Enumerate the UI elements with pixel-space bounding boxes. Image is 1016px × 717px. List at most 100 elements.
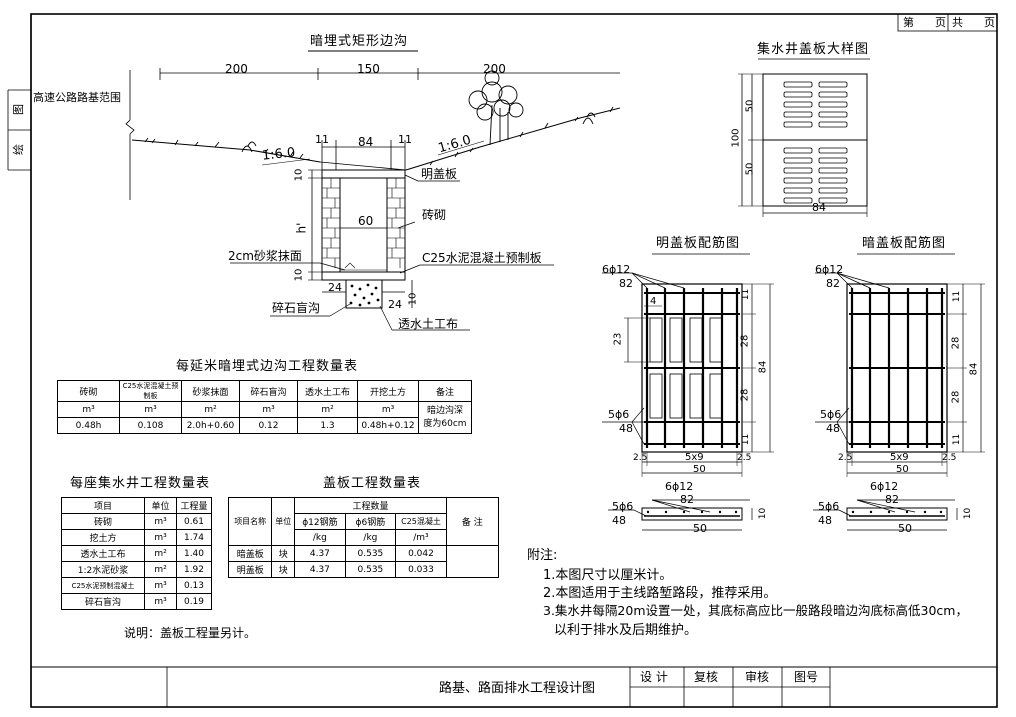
open-bar-dist: 5ϕ6: [608, 408, 630, 421]
well-dim-total: 100: [730, 128, 742, 148]
drain-slot: [818, 187, 848, 194]
table-header: /kg: [294, 529, 346, 546]
drain-slot: [818, 157, 848, 164]
table-header: /kg: [344, 529, 397, 546]
hidden-dim-84: 84: [968, 362, 980, 376]
dim-cover: 10: [293, 168, 305, 182]
dim-base: 10: [293, 268, 305, 282]
table-header: 单位: [144, 497, 177, 514]
hidden-sec-bar-dist: 5ϕ6: [818, 500, 840, 513]
hidden-sec-bar-main: 6ϕ12: [870, 480, 899, 493]
table-cell: 0.13: [176, 577, 212, 594]
open-sec-width: 50: [693, 522, 707, 535]
table-cell: m³: [144, 513, 177, 530]
table-row: 项目 单位 工程量: [61, 497, 212, 514]
ditch-table-title: 每延米暗埋式边沟工程数量表: [176, 359, 359, 374]
table-cell: 0.12: [239, 417, 298, 434]
table-cell: 0.48h: [57, 417, 120, 434]
cover-table-title: 盖板工程数量表: [323, 476, 422, 491]
table-cell: 1.3: [297, 417, 358, 434]
cover-quantity-table: 项目名称 单位 工程数量 备 注 ϕ12钢筋 ϕ6钢筋 C25混凝土 /kg /…: [227, 497, 500, 578]
audit-label: 审核: [745, 670, 770, 684]
table-cell: m³: [119, 401, 182, 418]
range-label: 高速公路路基范围: [33, 91, 121, 104]
table-header: /m³: [395, 529, 447, 546]
hidden-dim-50: 50: [896, 464, 909, 475]
slope-left: 1:6.0: [261, 145, 297, 164]
label-brick: 砖砌: [422, 208, 447, 222]
open-bar-dist-len: 48: [619, 422, 633, 435]
open-dim-4: 4: [650, 296, 657, 307]
table-header: 砂浆抹面: [181, 380, 240, 402]
table-cell: 透水土工布: [61, 545, 145, 562]
table-row: 明盖板 块 4.37 0.535 0.033: [227, 561, 499, 578]
drain-slot: [783, 197, 813, 204]
table-cell: C25水泥预制混凝土: [61, 577, 145, 594]
table-cell: 块: [271, 561, 296, 578]
label-mortar: 2cm砂浆抹面: [228, 249, 302, 263]
note-item-1: 1.本图尺寸以厘米计。: [543, 568, 673, 583]
table-cell: 1.74: [176, 529, 212, 546]
hidden-sec-thick: 10: [963, 507, 974, 520]
table-cell: m³: [144, 593, 177, 610]
note-item-4: 以利于排水及后期维护。: [554, 623, 698, 638]
design-label: 设 计: [640, 670, 668, 684]
table-cell: 暗盖板: [227, 545, 273, 562]
open-dim-25a: 2.5: [633, 453, 648, 463]
drain-slot: [783, 101, 813, 108]
open-sec-bar-dist: 5ϕ6: [612, 500, 634, 513]
table-header: C25水泥混凝土预制板: [119, 380, 182, 402]
note-item-3: 3.集水井每隔20m设置一处，其底标高应比一般路段暗边沟底标高低30cm，: [543, 603, 968, 618]
table-cell: m²: [144, 561, 177, 578]
open-bar-main: 6ϕ12: [602, 263, 631, 276]
hidden-dim-28a: 28: [950, 336, 962, 350]
drain-slot: [783, 111, 813, 118]
well-quantity-table: 项目 单位 工程量 砖砌 m³ 0.61 挖土方 m³ 1.74 透水土工布 m…: [61, 497, 212, 610]
page-unit-label: 页: [935, 16, 946, 29]
review-label: 复核: [694, 670, 719, 684]
notes-heading: 附注:: [527, 548, 558, 563]
hidden-dim-11b: 11: [952, 433, 963, 446]
table-cell: 0.19: [176, 593, 212, 610]
section-title: 暗埋式矩形边沟: [310, 34, 409, 49]
table-note: 暗边沟深度为60cm: [418, 401, 472, 434]
table-header: 项目名称: [227, 497, 273, 546]
table-cell: 碎石盲沟: [61, 593, 145, 610]
drain-slot: [783, 91, 813, 98]
drain-slot: [783, 81, 813, 88]
table-header: 开挖土方: [357, 380, 419, 402]
table-header: 碎石盲沟: [239, 380, 298, 402]
drain-slot: [783, 167, 813, 174]
open-sec-thick: 10: [758, 507, 769, 520]
drain-slot: [818, 197, 848, 204]
dim-left-200: 200: [225, 62, 248, 76]
drain-slot: [818, 101, 848, 108]
table-cell: m³: [57, 401, 120, 418]
label-gravel: 碎石盲沟: [272, 301, 321, 315]
table-header: 备 注: [445, 497, 500, 546]
table-cell: 1:2水泥砂浆: [61, 561, 145, 578]
table-row: 碎石盲沟 m³ 0.19: [61, 593, 212, 610]
hidden-rebar-title: 暗盖板配筋图: [862, 236, 947, 251]
total-label: 共: [952, 16, 963, 29]
table-header: 备注: [418, 380, 472, 402]
table-row: m³ m³ m² m³ m² m³ 暗边沟深度为60cm: [57, 401, 472, 434]
dim-wall-right: 11: [398, 133, 412, 146]
table-cell: 砖砌: [61, 513, 145, 530]
hidden-sec-bar-dist-len: 48: [818, 514, 832, 527]
table-cell: 1.92: [176, 561, 212, 578]
table-header: 工程量: [176, 497, 212, 514]
hidden-sec-width: 50: [898, 522, 912, 535]
section-drawing: [125, 50, 620, 331]
open-dim-23: 23: [612, 332, 624, 346]
table-cell: 0.535: [344, 561, 397, 578]
table-cell: m³: [239, 401, 298, 418]
table-row: 0.48h 0.108 2.0h+0.60 0.12 1.3 0.48h+0.1…: [57, 417, 472, 434]
drain-slot: [783, 157, 813, 164]
open-sec-bar-main: 6ϕ12: [665, 480, 694, 493]
open-dim-28b: 28: [739, 388, 751, 402]
well-dim-half-top: 50: [744, 99, 756, 113]
hidden-dim-5x9: 5x9: [890, 452, 909, 463]
table-row: 挖土方 m³ 1.74: [61, 529, 212, 546]
drain-slot: [783, 121, 813, 128]
